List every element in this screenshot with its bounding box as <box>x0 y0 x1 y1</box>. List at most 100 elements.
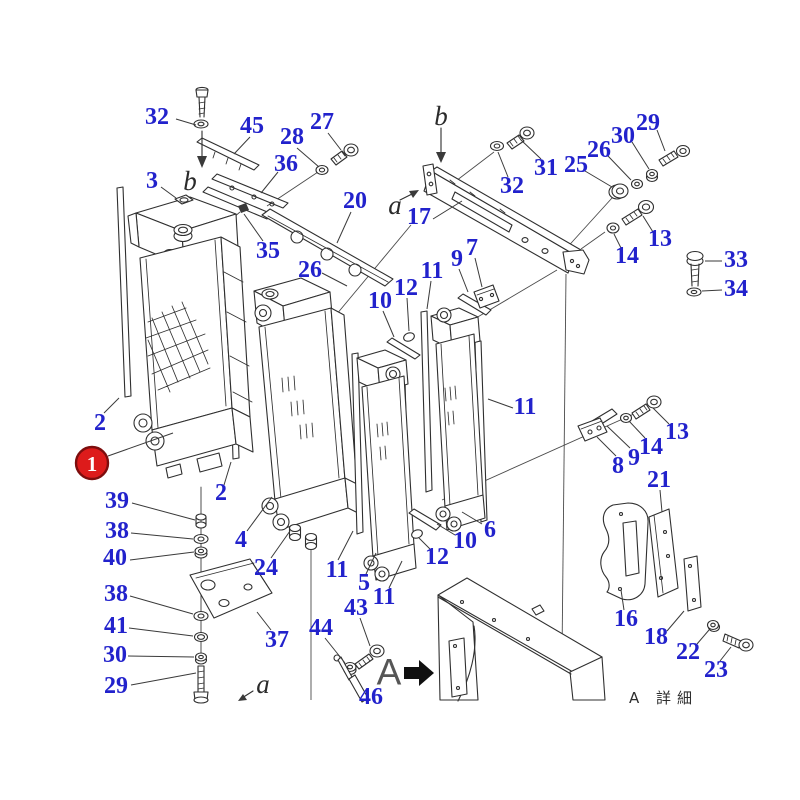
bolt-part13-mid <box>631 395 662 420</box>
leader-line-29 <box>656 129 666 152</box>
washer-part14-mid <box>619 412 633 424</box>
part-callout-11: 11 <box>373 584 396 610</box>
part-callout-26: 26 <box>587 137 611 163</box>
part-callout-6: 6 <box>484 517 496 543</box>
part-callout-9: 9 <box>451 246 463 272</box>
leader-line-10 <box>382 310 395 338</box>
assembly-badge-part1: 1 <box>74 432 174 481</box>
clip-part12-bottom <box>411 529 423 539</box>
part-callout-46: 46 <box>359 684 383 710</box>
leader-line-4 <box>246 496 273 532</box>
part-callout-38: 38 <box>104 581 128 607</box>
leader-line-45 <box>233 136 251 155</box>
view-a-arrow <box>404 660 434 686</box>
leader-line-29 <box>130 672 197 686</box>
leader-line-30 <box>127 655 195 658</box>
part-callout-18: 18 <box>644 624 668 650</box>
bracket-part8 <box>577 417 608 442</box>
leader-line-11 <box>426 280 432 310</box>
strip-part10-top <box>386 337 421 360</box>
leader-line-24 <box>270 530 291 559</box>
part-callout-8: 8 <box>612 453 624 479</box>
aftercooler-part5 <box>356 349 417 582</box>
part-callout-10: 10 <box>453 528 477 554</box>
part-callout-13: 13 <box>648 226 672 252</box>
leader-line-14 <box>628 420 646 439</box>
oil-cooler-part6 <box>430 307 486 532</box>
detail-note: A 詳細 <box>629 689 698 707</box>
nut-part30-right <box>645 168 659 183</box>
part-callout-41: 41 <box>104 613 128 639</box>
leader-line-6 <box>461 511 483 525</box>
washer-part41 <box>193 631 209 643</box>
leader-line-26 <box>321 272 348 287</box>
radiator-cap-part3 <box>174 194 194 205</box>
rail-clip <box>238 203 249 213</box>
leader-line-21 <box>659 489 663 513</box>
strip-part11-s3 <box>420 310 433 493</box>
part-callout-32: 32 <box>500 173 524 199</box>
leader-line-12 <box>406 297 410 332</box>
washer-part22 <box>706 619 721 633</box>
washer-part28 <box>315 164 329 176</box>
part-callout-7: 7 <box>466 235 478 261</box>
oil-cooler-part4 <box>253 277 361 531</box>
washer-part38-b <box>193 610 209 622</box>
bolt-part43 <box>354 644 385 670</box>
leader-line-13 <box>652 407 670 425</box>
part-callout-44: 44 <box>309 615 333 641</box>
support-bar-part20 <box>261 208 394 287</box>
leader-line-27 <box>327 132 342 151</box>
part-callout-31: 31 <box>534 155 558 181</box>
rail-part45 <box>196 137 260 171</box>
washer-part26-right <box>630 178 644 190</box>
part-callout-11: 11 <box>421 258 444 284</box>
leader-line-32 <box>175 118 197 126</box>
radiator-part1 <box>127 194 254 479</box>
cooler4-fin-hatch <box>281 375 314 440</box>
part-callout-11: 11 <box>514 394 537 420</box>
part-callout-29: 29 <box>636 110 660 136</box>
datum-arrow-b-left <box>197 130 207 168</box>
plate-part18 <box>683 555 702 612</box>
leader-line-41 <box>128 627 194 637</box>
part-callout-5: 5 <box>358 570 370 596</box>
bolt-part13-top <box>621 199 655 226</box>
leader-line-31 <box>520 139 542 160</box>
leader-line-23 <box>719 646 732 662</box>
leader-line-5 <box>365 552 377 575</box>
side-strip-part2-left <box>116 186 132 398</box>
part-callout-11: 11 <box>326 557 349 583</box>
leader-line-9 <box>458 268 469 293</box>
strip-part9 <box>457 293 492 316</box>
leader-line-2 <box>223 461 232 486</box>
bracket-part16 <box>600 502 649 601</box>
mounting-beam-part17 <box>422 163 590 275</box>
bolt-part27 <box>330 143 359 166</box>
leader-line-43 <box>359 617 371 647</box>
part-callout-30: 30 <box>103 642 127 668</box>
leader-line-3 <box>160 186 177 199</box>
part-callout-12: 12 <box>394 275 418 301</box>
leader-line-32 <box>497 151 509 178</box>
part-callout-2: 2 <box>94 410 106 436</box>
part-callout-14: 14 <box>639 434 663 460</box>
part-callout-37: 37 <box>265 627 289 653</box>
part-callout-21: 21 <box>647 467 671 493</box>
leader-line-14 <box>613 233 622 249</box>
part-callout-35: 35 <box>256 238 280 264</box>
bracket-part37 <box>189 558 273 619</box>
bolt-part33 <box>686 250 704 287</box>
part-callout-22: 22 <box>676 639 700 665</box>
leader-line-11 <box>337 530 354 561</box>
leader-line-35 <box>243 213 264 242</box>
badge-circle <box>74 445 110 481</box>
part-callout-38: 38 <box>105 518 129 544</box>
bolt-part32-top <box>195 86 209 118</box>
part-callout-14: 14 <box>615 243 639 269</box>
washer-part38-a <box>193 533 209 545</box>
plate-part21 <box>648 508 679 598</box>
part-callout-17: 17 <box>407 204 431 230</box>
